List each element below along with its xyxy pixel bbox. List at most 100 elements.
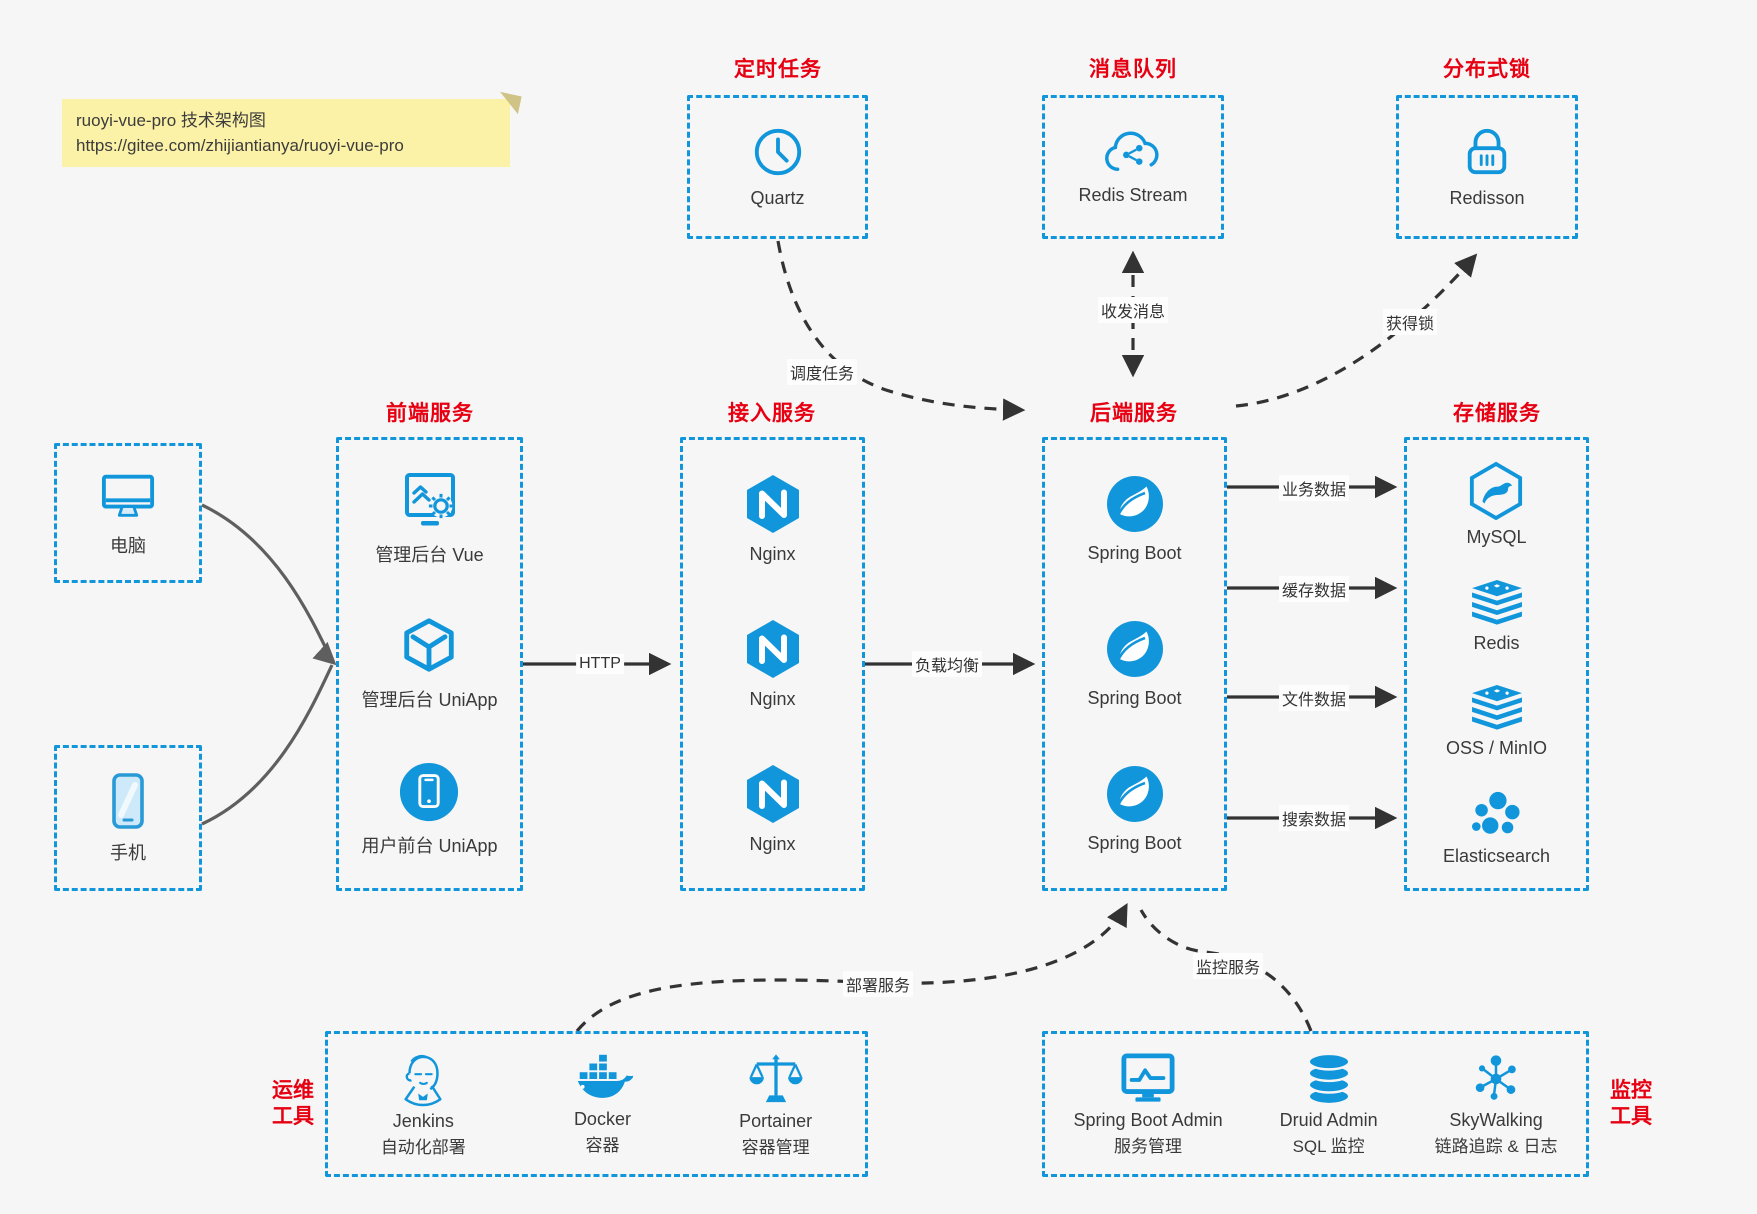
- node-label: Spring Boot: [1087, 833, 1182, 854]
- node-admin-vue: 管理后台 Vue: [375, 470, 484, 567]
- spring-icon: [1105, 619, 1165, 679]
- node-nginx-2: Nginx: [745, 618, 801, 710]
- stack-icon: [1469, 579, 1525, 627]
- node-label: Jenkins: [392, 1110, 454, 1131]
- portainer-icon: [748, 1051, 804, 1107]
- note-title: ruoyi-vue-pro 技术架构图: [76, 111, 266, 130]
- node-label: Spring Boot: [1087, 542, 1182, 563]
- lock-icon: [1462, 125, 1512, 179]
- node-nginx-1: Nginx: [745, 473, 801, 565]
- node-sublabel: 自动化部署: [380, 1137, 466, 1157]
- group-computer: 电脑: [54, 443, 202, 583]
- edge-acquire-lock: [1235, 253, 1478, 408]
- group-gateway: Nginx Nginx Nginx: [680, 437, 865, 891]
- title-message-queue: 消息队列: [1089, 58, 1177, 81]
- desktop-icon: [97, 469, 159, 523]
- group-storage: MySQL Redis: [1404, 437, 1589, 891]
- docker-icon: [571, 1053, 634, 1105]
- edge-phone-to-frontend: [201, 664, 334, 826]
- node-sublabel: 服务管理: [1114, 1136, 1183, 1156]
- node-label: Elasticsearch: [1442, 845, 1551, 866]
- node-label: Redis: [1473, 632, 1520, 653]
- node-sublabel: SQL 监控: [1292, 1136, 1365, 1156]
- node-admin-uniapp: 管理后台 UniApp: [361, 615, 498, 712]
- node-mysql: MySQL: [1466, 461, 1527, 548]
- group-redisson: Redisson: [1396, 95, 1578, 239]
- node-user-uniapp: 用户前台 UniApp: [361, 761, 498, 858]
- node-quartz: Quartz: [750, 125, 805, 209]
- node-label: Druid Admin: [1279, 1109, 1378, 1130]
- title-monitor-tools: 监控 工具: [1608, 1078, 1654, 1130]
- title-ops-line1: 运维: [272, 1079, 314, 1102]
- edge-clients-arrowhead: [312, 641, 337, 666]
- title-storage: 存储服务: [1453, 402, 1541, 425]
- node-nginx-3: Nginx: [745, 763, 801, 855]
- node-label: Portainer: [739, 1110, 813, 1131]
- stack-icon: [1469, 684, 1525, 732]
- node-label: MySQL: [1466, 527, 1527, 548]
- node-redis-stream: Redis Stream: [1078, 128, 1188, 206]
- clock-icon: [751, 125, 805, 179]
- edge-computer-to-frontend: [201, 503, 334, 662]
- node-computer: 电脑: [97, 469, 159, 558]
- cube-icon: [398, 615, 460, 677]
- spring-icon: [1105, 764, 1165, 824]
- title-backend: 后端服务: [1090, 402, 1178, 425]
- title-frontend: 前端服务: [386, 402, 474, 425]
- app-circle-icon: [398, 761, 460, 823]
- note-url: https://gitee.com/zhijiantianya/ruoyi-vu…: [76, 136, 404, 155]
- node-portainer: Portainer 容器管理: [739, 1051, 812, 1158]
- edge-label-file-data: 文件数据: [1278, 685, 1350, 711]
- node-label: 用户前台 UniApp: [361, 835, 498, 856]
- mysql-icon: [1468, 461, 1524, 521]
- node-label: Redis Stream: [1078, 185, 1188, 205]
- nginx-icon: [745, 473, 801, 535]
- title-ops-line2: 工具: [272, 1105, 314, 1128]
- node-sublabel: 链路追踪 & 日志: [1434, 1136, 1558, 1156]
- sticky-note: ruoyi-vue-pro 技术架构图 https://gitee.com/zh…: [62, 91, 522, 167]
- node-label: Redisson: [1449, 188, 1525, 208]
- node-spring-boot-admin: Spring Boot Admin 服务管理: [1074, 1052, 1223, 1157]
- nginx-icon: [745, 763, 801, 825]
- group-ops-tools: Jenkins 自动化部署 Docker 容器: [325, 1031, 868, 1177]
- druid-icon: [1302, 1052, 1356, 1106]
- node-label: Quartz: [750, 188, 805, 208]
- node-oss-minio: OSS / MinIO: [1446, 684, 1547, 759]
- edge-label-cache-data: 缓存数据: [1278, 576, 1350, 602]
- admin-vue-icon: [397, 470, 463, 532]
- node-phone: 手机: [106, 772, 150, 865]
- edge-label-monitor: 监控服务: [1192, 953, 1264, 979]
- node-label: Nginx: [749, 688, 796, 709]
- edge-label-search-data: 搜索数据: [1278, 805, 1350, 831]
- node-label: Docker: [573, 1108, 631, 1129]
- node-skywalking: SkyWalking 链路追踪 & 日志: [1434, 1052, 1558, 1157]
- node-elasticsearch: Elasticsearch: [1443, 790, 1550, 867]
- node-label: 手机: [110, 842, 146, 863]
- edge-label-business-data: 业务数据: [1278, 475, 1350, 501]
- edge-label-messaging: 收发消息: [1097, 297, 1169, 323]
- edge-label-load-balance: 负载均衡: [911, 651, 983, 677]
- node-label: 管理后台 Vue: [375, 545, 484, 566]
- node-docker: Docker 容器: [571, 1053, 634, 1156]
- edge-label-lock: 获得锁: [1382, 309, 1438, 335]
- edge-label-deploy: 部署服务: [842, 971, 914, 997]
- node-label: 管理后台 UniApp: [361, 690, 498, 711]
- node-label: SkyWalking: [1449, 1109, 1543, 1130]
- elasticsearch-icon: [1469, 790, 1523, 840]
- title-scheduled-tasks: 定时任务: [734, 58, 822, 81]
- group-monitor-tools: Spring Boot Admin 服务管理 Druid Admin SQL 监…: [1042, 1031, 1589, 1177]
- nginx-icon: [745, 618, 801, 680]
- node-springboot-1: Spring Boot: [1087, 474, 1182, 564]
- jenkins-icon: [396, 1051, 450, 1107]
- spring-icon: [1105, 474, 1165, 534]
- node-label: Spring Boot Admin: [1073, 1109, 1223, 1130]
- node-jenkins: Jenkins 自动化部署: [381, 1051, 466, 1158]
- node-label: 电脑: [110, 535, 146, 556]
- smartphone-icon: [106, 772, 150, 830]
- node-druid-admin: Druid Admin SQL 监控: [1280, 1052, 1378, 1157]
- node-label: Spring Boot: [1087, 687, 1182, 708]
- node-springboot-3: Spring Boot: [1087, 764, 1182, 854]
- node-label: Nginx: [749, 834, 796, 855]
- title-distributed-lock: 分布式锁: [1443, 58, 1531, 81]
- node-redisson: Redisson: [1449, 125, 1525, 209]
